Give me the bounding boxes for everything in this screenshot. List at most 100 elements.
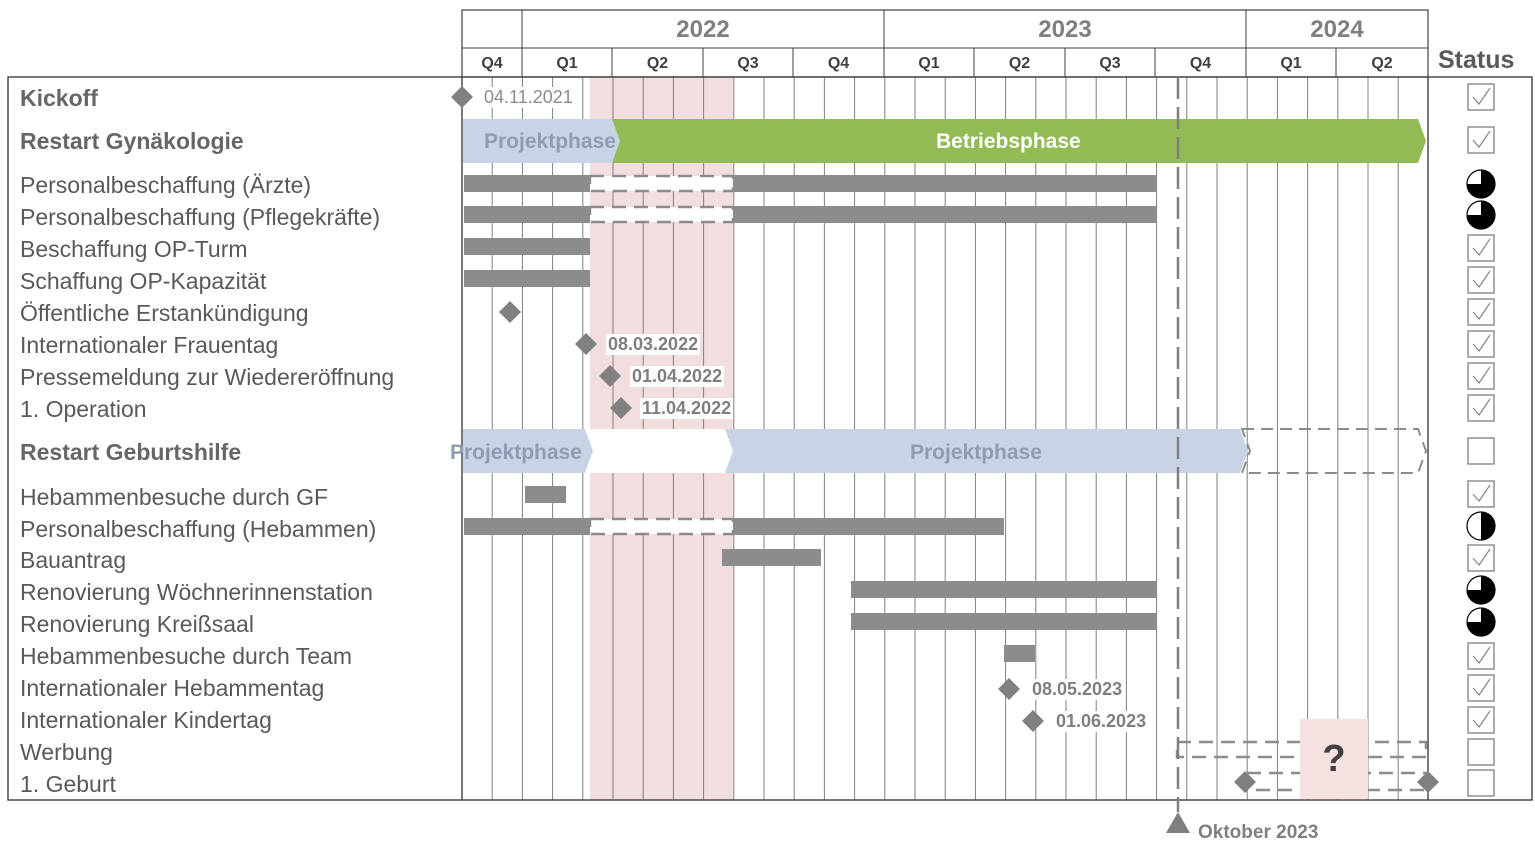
- frauentag-milestone: [575, 333, 597, 355]
- task-label: Beschaffung OP-Turm: [20, 236, 248, 262]
- status-checkbox: [1467, 738, 1495, 766]
- task-label: Hebammenbesuche durch Team: [20, 643, 352, 669]
- quarter-label: Q4: [1189, 55, 1212, 72]
- hebammentag-date-label: 08.05.2023: [1030, 679, 1125, 700]
- task-bar: [851, 613, 1156, 630]
- status-progress-fill: [1467, 576, 1495, 604]
- status-checkmark: [1472, 678, 1491, 697]
- status-checkbox: [1467, 706, 1495, 734]
- task-label: Renovierung Wöchnerinnenstation: [20, 579, 373, 605]
- status-checkmark: [1472, 87, 1491, 106]
- kickoff-milestone: [451, 86, 473, 108]
- section-kickoff: Kickoff: [20, 85, 98, 111]
- operation-milestone: [610, 397, 632, 419]
- status-checkbox: [1467, 330, 1495, 358]
- task-bar: [464, 270, 590, 287]
- quarter-label: Q2: [1371, 55, 1393, 72]
- status-checkmark: [1472, 484, 1491, 503]
- status-checkbox: [1467, 674, 1495, 702]
- status-checkmark: [1472, 398, 1491, 417]
- quarter-label: Q2: [646, 55, 669, 72]
- task-bar: [464, 206, 590, 223]
- year-2023: 2023: [1038, 16, 1092, 43]
- quarter-label: Q3: [1099, 55, 1121, 72]
- status-checkbox: [1467, 437, 1495, 465]
- task-bar: [733, 206, 1156, 223]
- task-label: 1. Geburt: [20, 771, 116, 797]
- task-bar: [464, 518, 590, 535]
- year-2024: 2024: [1310, 16, 1364, 43]
- task-label: Personalbeschaffung (Pflegekräfte): [20, 204, 381, 230]
- status-checkmark: [1472, 270, 1491, 289]
- status-column-title: Status: [1438, 46, 1515, 74]
- quarter-label: Q4: [481, 55, 503, 72]
- gyn-operation-phase: [463, 119, 1426, 163]
- status-checkbox: [1467, 642, 1495, 670]
- quarter-label: Q2: [1008, 55, 1031, 72]
- year-2022: 2022: [676, 16, 730, 43]
- status-checkbox: [1467, 394, 1495, 422]
- status-progress-fill: [1481, 512, 1495, 540]
- operation-date-label: 11.04.2022: [640, 398, 734, 419]
- status-checkbox: [1467, 362, 1495, 390]
- task-label: Öffentliche Erstankündigung: [20, 300, 309, 326]
- task-label: Personalbeschaffung (Hebammen): [20, 516, 377, 542]
- task-label: Werbung: [20, 739, 113, 765]
- pressemeldung-milestone: [599, 365, 621, 387]
- geb-future-phase: [1240, 428, 1428, 474]
- geb-project-phase-2: [725, 429, 1248, 473]
- task-bar: [722, 549, 821, 566]
- status-checkbox: [1467, 298, 1495, 326]
- section-geburtshilfe: Restart Geburtshilfe: [20, 439, 242, 465]
- geburt-end-milestone: [1417, 771, 1439, 793]
- geb-gap-phase: [585, 429, 733, 473]
- status-checkbox: [1467, 126, 1495, 154]
- task-label: Schaffung OP-Kapazität: [20, 268, 267, 294]
- task-label: 1. Operation: [20, 396, 147, 422]
- status-checkbox: [1467, 544, 1495, 572]
- status-checkmark: [1472, 130, 1491, 149]
- task-label: Pressemeldung zur Wiedereröffnung: [20, 364, 395, 390]
- task-bar: [464, 175, 590, 192]
- status-progress-fill: [1467, 170, 1495, 198]
- geb-project-phase-label-2: Projektphase: [910, 441, 1042, 464]
- task-label: Hebammenbesuche durch GF: [20, 484, 329, 510]
- pressemeldung-date-label: 01.04.2022: [630, 366, 725, 387]
- task-bar: [464, 238, 590, 255]
- hebammentag-milestone: [998, 678, 1020, 700]
- dashed-bar: [588, 174, 735, 193]
- status-checkbox: [1467, 480, 1495, 508]
- task-label: Internationaler Hebammentag: [20, 675, 325, 701]
- quarter-label: Q1: [1280, 55, 1302, 72]
- today-arrow: [1166, 812, 1190, 833]
- status-checkbox: [1467, 266, 1495, 294]
- kindertag-date-label: 01.06.2023: [1054, 711, 1149, 732]
- geb-project-phase-1: [463, 429, 593, 473]
- today-marker-label: Oktober 2023: [1198, 822, 1319, 843]
- status-checkmark: [1472, 548, 1491, 567]
- status-checkbox: [1467, 769, 1495, 797]
- status-progress-fill: [1467, 201, 1495, 229]
- frauentag-date-label: 08.03.2022: [606, 334, 701, 355]
- gyn-project-phase: [463, 119, 620, 163]
- status-checkmark: [1472, 366, 1491, 385]
- body-frame: [7, 76, 1533, 801]
- task-label: Renovierung Kreißsaal: [20, 611, 254, 637]
- task-bar: [733, 518, 1004, 535]
- status-checkmark: [1472, 334, 1491, 353]
- status-checkbox: [1467, 234, 1495, 262]
- status-checkmark: [1472, 646, 1491, 665]
- gyn-operation-phase-label: Betriebsphase: [936, 130, 1081, 153]
- kindertag-milestone: [1022, 710, 1044, 732]
- task-label: Internationaler Frauentag: [20, 332, 279, 358]
- unknown-question-mark: ?: [1300, 719, 1368, 799]
- section-gynaekologie: Restart Gynäkologie: [20, 128, 244, 154]
- quarter-label: Q1: [556, 55, 578, 72]
- dashed-bar: [588, 517, 735, 536]
- erstankuendigung-milestone: [499, 301, 521, 323]
- task-label: Bauantrag: [20, 547, 127, 573]
- kickoff-date-label: 04.11.2021: [482, 87, 575, 108]
- status-progress-fill: [1467, 608, 1495, 636]
- dashed-bar: [588, 205, 735, 224]
